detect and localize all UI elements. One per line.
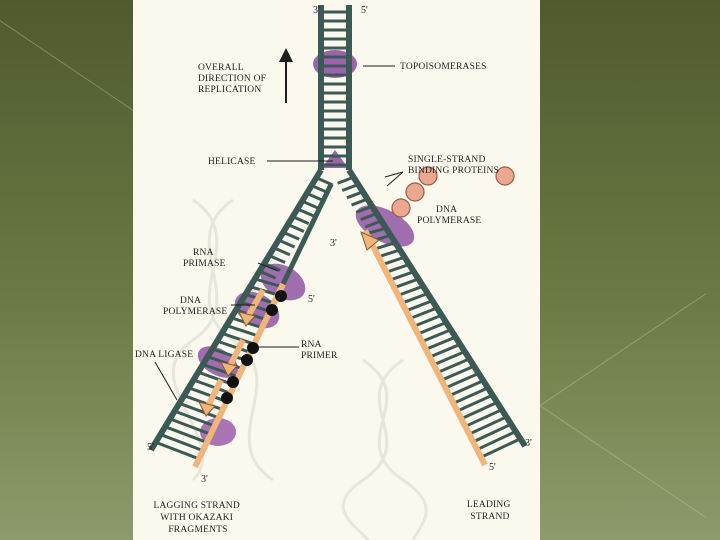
rna-primer-dot bbox=[221, 392, 233, 404]
ssb-label: SINGLE-STRAND BINDING PROTEINS bbox=[408, 155, 499, 176]
leading-base-rung bbox=[464, 408, 503, 428]
leader-lines bbox=[154, 65, 404, 401]
end-right-bottom-outer: 3' bbox=[525, 438, 532, 449]
lagging-template-outer bbox=[148, 168, 324, 452]
lagging-base-rung bbox=[159, 433, 204, 453]
leading-base-rung bbox=[401, 292, 429, 305]
okazaki-arrowhead bbox=[198, 401, 216, 417]
ssb-protein bbox=[391, 198, 411, 218]
lagging-base-rung bbox=[216, 339, 251, 354]
leading-base-rung bbox=[440, 364, 475, 382]
rna-primer-dot bbox=[241, 354, 253, 366]
lagging-base-rung bbox=[211, 347, 247, 362]
lagging-base-rung bbox=[188, 386, 228, 403]
dna-polymerase-leading-label: DNA POLYMERASE bbox=[417, 205, 481, 226]
end-left-bottom-inner: 3' bbox=[201, 474, 208, 485]
dna-ligase-label: DNA LIGASE bbox=[135, 350, 193, 360]
leading-base-rung bbox=[405, 299, 433, 313]
leading-base-rung bbox=[385, 263, 410, 274]
rna-primer-dot bbox=[227, 376, 239, 388]
leading-base-rung bbox=[476, 430, 517, 451]
leading-base-rung bbox=[413, 313, 443, 328]
leading-arrowhead bbox=[360, 231, 380, 251]
leading-base-rung bbox=[393, 277, 419, 290]
end-top-left: 3' bbox=[313, 5, 320, 16]
leading-base-rung bbox=[429, 342, 461, 359]
leading-base-rung bbox=[381, 255, 406, 266]
rna-primer-dot bbox=[266, 304, 278, 316]
leading-base-rung bbox=[417, 321, 447, 336]
end-right-bottom-inner: 5' bbox=[489, 462, 496, 473]
lagging-base-rung bbox=[178, 401, 220, 420]
lagging-base-rung bbox=[169, 417, 212, 436]
leading-base-rung bbox=[425, 335, 457, 351]
decorative-line bbox=[0, 20, 141, 116]
front-elements bbox=[198, 166, 515, 417]
leading-base-rung bbox=[397, 284, 424, 297]
lagging-base-rung bbox=[254, 277, 283, 289]
decorative-line bbox=[539, 405, 706, 518]
leading-base-rung bbox=[452, 386, 489, 405]
leading-strand-label: LEADING STRAND bbox=[467, 500, 513, 522]
backbones bbox=[148, 5, 528, 452]
leading-base-rung bbox=[460, 401, 498, 421]
leading-base-rung bbox=[448, 379, 484, 397]
decorative-line bbox=[540, 293, 707, 406]
helicase-label: HELICASE bbox=[208, 157, 256, 167]
leading-new-strand bbox=[362, 229, 488, 467]
dna-polymerase-lagging-label: DNA POLYMERASE bbox=[163, 296, 227, 317]
rna-primer-dot bbox=[275, 290, 287, 302]
direction-arrow bbox=[279, 48, 293, 103]
leading-base-rung bbox=[433, 350, 466, 367]
lagging-base-rung bbox=[155, 440, 200, 461]
okazaki-fragment bbox=[244, 288, 266, 320]
ssb-protein bbox=[418, 166, 438, 186]
direction-label: OVERALL DIRECTION OF REPLICATION bbox=[198, 63, 269, 95]
lagging-strand-label: LAGGING STRAND WITH OKAZAKI FRAGMENTS bbox=[153, 501, 242, 535]
leading-base-rung bbox=[472, 422, 512, 444]
end-left-rung: 5' bbox=[308, 294, 315, 305]
lagging-base-rung bbox=[164, 425, 208, 444]
leading-base-rung bbox=[374, 241, 396, 251]
leading-base-rung bbox=[456, 393, 494, 413]
end-left-inner: 3' bbox=[330, 238, 337, 249]
end-left-bottom-outer: 5' bbox=[147, 442, 154, 453]
lagging-base-rung bbox=[174, 409, 216, 428]
okazaki-fragment bbox=[204, 378, 224, 410]
replication-fork-slide: OVERALL DIRECTION OF REPLICATION TOPOISO… bbox=[133, 0, 540, 540]
ssb-protein bbox=[405, 182, 425, 202]
rna-primase-label: RNA PRIMASE bbox=[183, 248, 226, 269]
rna-primer-dot bbox=[247, 342, 259, 354]
lagging-base-rung bbox=[226, 324, 259, 338]
leading-base-rung bbox=[377, 248, 401, 259]
okazaki-arrowhead bbox=[238, 311, 256, 327]
leading-base-rung bbox=[421, 328, 452, 344]
leading-base-rung bbox=[389, 270, 415, 282]
lagging-inner-strand-upper bbox=[280, 182, 334, 286]
leading-base-rung bbox=[437, 357, 471, 374]
topoisomerases-label: TOPOISOMERASES bbox=[400, 62, 487, 72]
lagging-base-rung bbox=[221, 331, 255, 346]
leading-template-outer bbox=[346, 168, 528, 448]
lagging-base-rung bbox=[202, 363, 239, 379]
replication-fork-diagram: OVERALL DIRECTION OF REPLICATION TOPOISO… bbox=[135, 5, 532, 540]
leading-base-rung bbox=[409, 306, 438, 320]
lagging-base-rung bbox=[192, 378, 232, 395]
okazaki-fragment bbox=[226, 338, 246, 370]
leading-base-rung bbox=[366, 226, 387, 236]
ssb-protein bbox=[495, 166, 515, 186]
rna-primer-label: RNA PRIMER bbox=[301, 340, 338, 361]
leading-base-rung bbox=[444, 371, 480, 390]
okazaki-arrowhead bbox=[220, 361, 238, 377]
end-top-right: 5' bbox=[361, 5, 368, 16]
leading-base-rung bbox=[480, 437, 522, 459]
leading-base-rung bbox=[468, 415, 508, 436]
